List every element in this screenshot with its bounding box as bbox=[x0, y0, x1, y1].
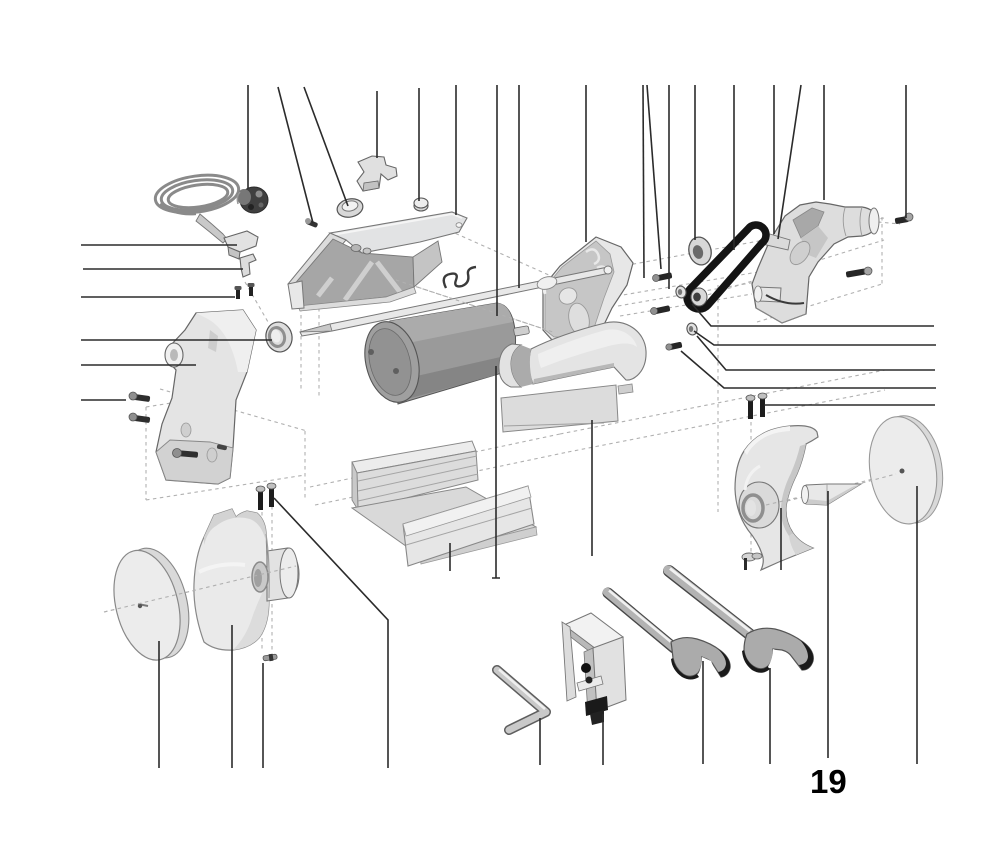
svg-text:19: 19 bbox=[810, 763, 847, 800]
